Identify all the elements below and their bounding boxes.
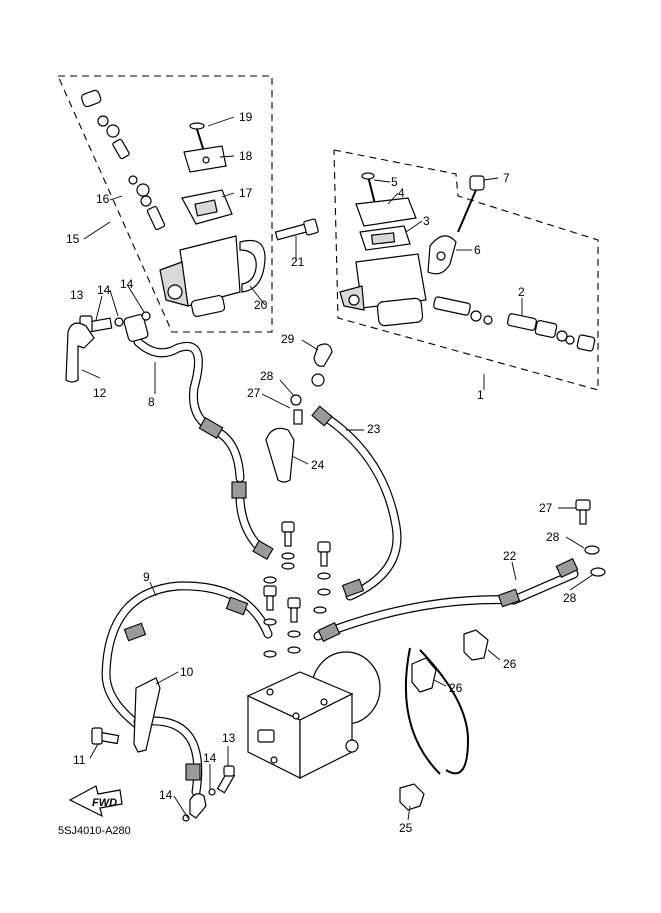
callout-14-bottom-a: 14 <box>203 751 217 765</box>
callout-19: 19 <box>239 110 253 124</box>
callout-27-right: 27 <box>539 501 553 515</box>
callout-3: 3 <box>423 214 430 228</box>
callout-29: 29 <box>281 332 295 346</box>
callout-2: 2 <box>518 285 525 299</box>
callout-1: 1 <box>477 388 484 402</box>
callout-13-top: 13 <box>70 288 84 302</box>
fwd-label: FWD <box>92 797 117 809</box>
callout-22: 22 <box>503 549 517 563</box>
callout-14-bottom-b: 14 <box>159 788 173 802</box>
callout-8: 8 <box>148 395 155 409</box>
callout-28-right-a: 28 <box>546 530 560 544</box>
hose-bracket <box>91 677 236 822</box>
callout-7: 7 <box>503 171 510 185</box>
right-master-cylinder <box>339 172 596 352</box>
sensor-wiring <box>399 629 489 811</box>
left-master-cylinder <box>81 89 319 318</box>
fittings <box>65 311 333 483</box>
callout-14-top-b: 14 <box>120 277 134 291</box>
forward-arrow: FWD <box>68 785 123 818</box>
callout-5: 5 <box>391 175 398 189</box>
callout-26-right: 26 <box>503 657 517 671</box>
callout-12: 12 <box>93 386 107 400</box>
callout-labels: 19 18 17 16 15 21 20 13 14 14 12 8 5 4 7… <box>66 110 577 835</box>
callout-26-left: 26 <box>449 681 463 695</box>
assembly-outline-15 <box>57 75 273 333</box>
bolt-27-right <box>575 499 606 577</box>
callout-18: 18 <box>239 149 253 163</box>
callout-14-top-a: 14 <box>97 283 111 297</box>
leader-lines <box>81 116 595 821</box>
callout-20: 20 <box>254 298 268 312</box>
callout-6: 6 <box>474 243 481 257</box>
callout-9: 9 <box>143 570 150 584</box>
callout-15: 15 <box>66 232 80 246</box>
callout-27-mid: 27 <box>247 386 261 400</box>
assembly-outline-1 <box>333 149 599 391</box>
banjo-bolts <box>263 521 331 658</box>
callout-13-bottom: 13 <box>222 731 236 745</box>
callout-24: 24 <box>311 458 325 472</box>
callout-23: 23 <box>367 422 381 436</box>
abs-unit <box>246 651 381 779</box>
callout-21: 21 <box>291 255 305 269</box>
callout-10: 10 <box>180 665 194 679</box>
callout-4: 4 <box>398 186 405 200</box>
callout-16: 16 <box>96 192 110 206</box>
callout-28-mid: 28 <box>260 369 274 383</box>
callout-11: 11 <box>73 753 86 767</box>
callout-25: 25 <box>399 821 413 835</box>
callout-28-right-b: 28 <box>563 591 577 605</box>
diagram-code: 5SJ4010-A280 <box>58 825 131 837</box>
callout-17: 17 <box>239 186 253 200</box>
